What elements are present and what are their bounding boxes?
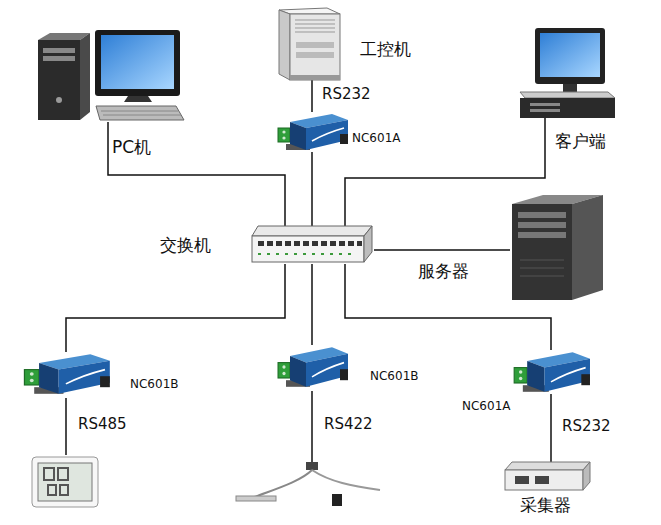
device-node: 客户端 bbox=[515, 28, 620, 118]
device-node: NC601A bbox=[276, 112, 348, 152]
network-link bbox=[311, 264, 313, 345]
device-label: 服务器 bbox=[418, 262, 469, 282]
device-label: PC机 bbox=[112, 138, 151, 158]
network-link bbox=[311, 152, 313, 226]
device-label: 交换机 bbox=[160, 236, 211, 256]
network-link bbox=[66, 264, 285, 352]
collector-icon bbox=[505, 462, 590, 490]
client-icon bbox=[520, 28, 615, 118]
device-label: NC601A bbox=[352, 132, 400, 146]
link-label: RS232 bbox=[560, 418, 613, 435]
converter-icon bbox=[278, 347, 348, 387]
signal-label: RS485 bbox=[76, 416, 129, 433]
serial-wire bbox=[65, 398, 67, 455]
network-link bbox=[311, 80, 313, 112]
pc-icon bbox=[38, 30, 184, 120]
device-node: 工控机 bbox=[277, 8, 347, 80]
device-label: 客户端 bbox=[555, 132, 606, 152]
device-node: PC机 bbox=[35, 30, 185, 122]
device-node: NC601B bbox=[276, 345, 348, 389]
device-node: NC601B bbox=[22, 352, 110, 396]
device-node: 服务器 bbox=[510, 195, 605, 300]
network-link bbox=[374, 249, 510, 251]
link-label: RS232 bbox=[320, 86, 373, 103]
network-link bbox=[108, 122, 285, 226]
device-node: NC601A bbox=[512, 350, 590, 394]
signal-label: RS422 bbox=[322, 416, 375, 433]
device-node: 采集器 bbox=[505, 462, 590, 490]
converter-icon bbox=[278, 114, 348, 150]
converter-icon bbox=[514, 352, 590, 392]
hygrometer-icon bbox=[32, 457, 98, 507]
device-label: 采集器 bbox=[520, 496, 571, 516]
industrial-pc-icon bbox=[279, 8, 340, 80]
device-label: NC601B bbox=[130, 378, 179, 392]
sensor-probe-icon bbox=[236, 462, 380, 506]
server-icon bbox=[512, 195, 603, 300]
device-node: 交换机 bbox=[252, 226, 374, 264]
device-label: NC601A bbox=[462, 400, 510, 414]
serial-wire bbox=[311, 391, 313, 462]
converter-icon bbox=[24, 354, 109, 394]
device-label: NC601B bbox=[370, 370, 419, 384]
switch-icon bbox=[252, 226, 372, 262]
device-label: 工控机 bbox=[360, 40, 411, 60]
network-link bbox=[550, 394, 552, 462]
